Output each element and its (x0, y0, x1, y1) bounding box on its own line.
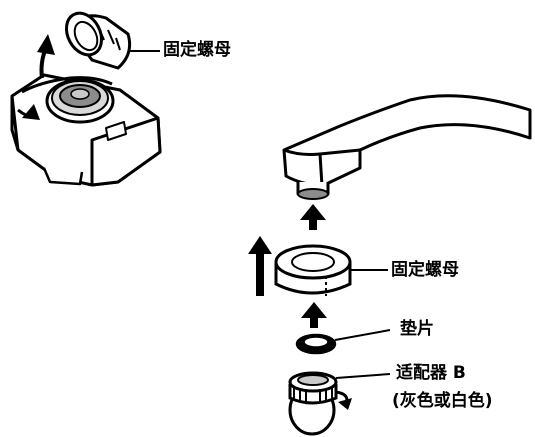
up-arrow-icon (248, 236, 272, 296)
label-nut-top: 固定螺母 (163, 40, 231, 60)
fixing-nut-top (64, 11, 132, 70)
filter-unit (10, 73, 162, 187)
label-adapter: 适配器 B (396, 363, 466, 383)
faucet-spout (282, 94, 532, 200)
leader-line-adapter (335, 373, 391, 379)
label-washer: 垫片 (400, 319, 434, 339)
label-nut-mid: 固定螺母 (391, 260, 459, 280)
up-arrow-icon (37, 34, 55, 55)
label-adapter-color: (灰色或白色) (392, 391, 493, 411)
rotate-arrow-icon (338, 398, 352, 410)
rotate-arrow-icon (21, 76, 113, 94)
adapter-b (288, 371, 338, 436)
up-arrow-icon (300, 204, 326, 230)
washer (295, 333, 337, 355)
up-arrow-icon (301, 302, 327, 328)
leader-line-washer (334, 329, 391, 341)
fixing-nut-mid (274, 244, 352, 296)
